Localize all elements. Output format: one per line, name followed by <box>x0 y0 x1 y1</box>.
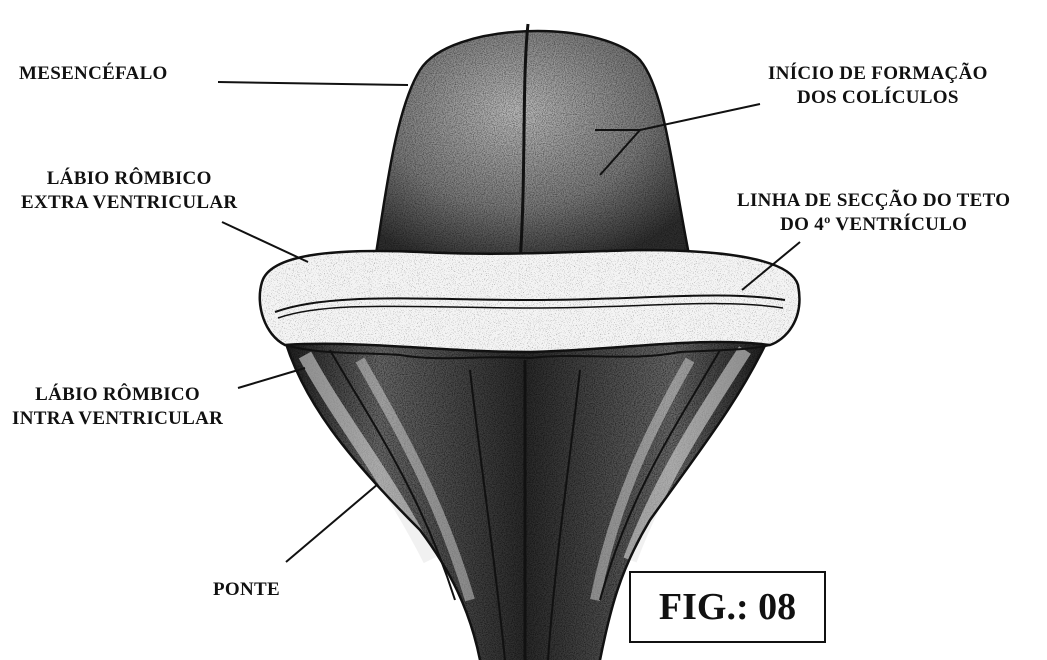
label-mesencefalo: MESENCÉFALO <box>19 62 168 86</box>
leader-labio-extra <box>222 222 308 262</box>
label-mesencefalo-text: MESENCÉFALO <box>19 62 168 86</box>
label-labio-intra: LÁBIO RÔMBICO INTRA VENTRICULAR <box>12 383 223 431</box>
label-ponte: PONTE <box>213 578 280 602</box>
mesencephalon-dome <box>375 24 690 262</box>
label-coliculos-line-1: INÍCIO DE FORMAÇÃO <box>768 62 988 86</box>
figure-number-box: FIG.: 08 <box>629 571 826 643</box>
leader-mesencefalo <box>218 82 408 85</box>
label-coliculos-line-2: DOS COLÍCULOS <box>768 86 988 110</box>
label-linha-seccao: LINHA DE SECÇÃO DO TETO DO 4º VENTRÍCULO <box>737 189 1010 237</box>
label-ponte-text: PONTE <box>213 578 280 602</box>
label-labio-intra-line-2: INTRA VENTRICULAR <box>12 407 223 431</box>
label-linha-seccao-line-2: DO 4º VENTRÍCULO <box>737 213 1010 237</box>
leader-ponte <box>286 484 378 562</box>
label-labio-intra-line-1: LÁBIO RÔMBICO <box>12 383 223 407</box>
label-labio-extra: LÁBIO RÔMBICO EXTRA VENTRICULAR <box>21 167 237 215</box>
label-linha-seccao-line-1: LINHA DE SECÇÃO DO TETO <box>737 189 1010 213</box>
leader-labio-intra <box>238 368 305 388</box>
rhombic-lip-band <box>260 250 800 358</box>
label-labio-extra-line-2: EXTRA VENTRICULAR <box>21 191 237 215</box>
label-labio-extra-line-1: LÁBIO RÔMBICO <box>21 167 237 191</box>
label-coliculos: INÍCIO DE FORMAÇÃO DOS COLÍCULOS <box>768 62 988 110</box>
figure-number-label: FIG.: 08 <box>659 585 796 629</box>
